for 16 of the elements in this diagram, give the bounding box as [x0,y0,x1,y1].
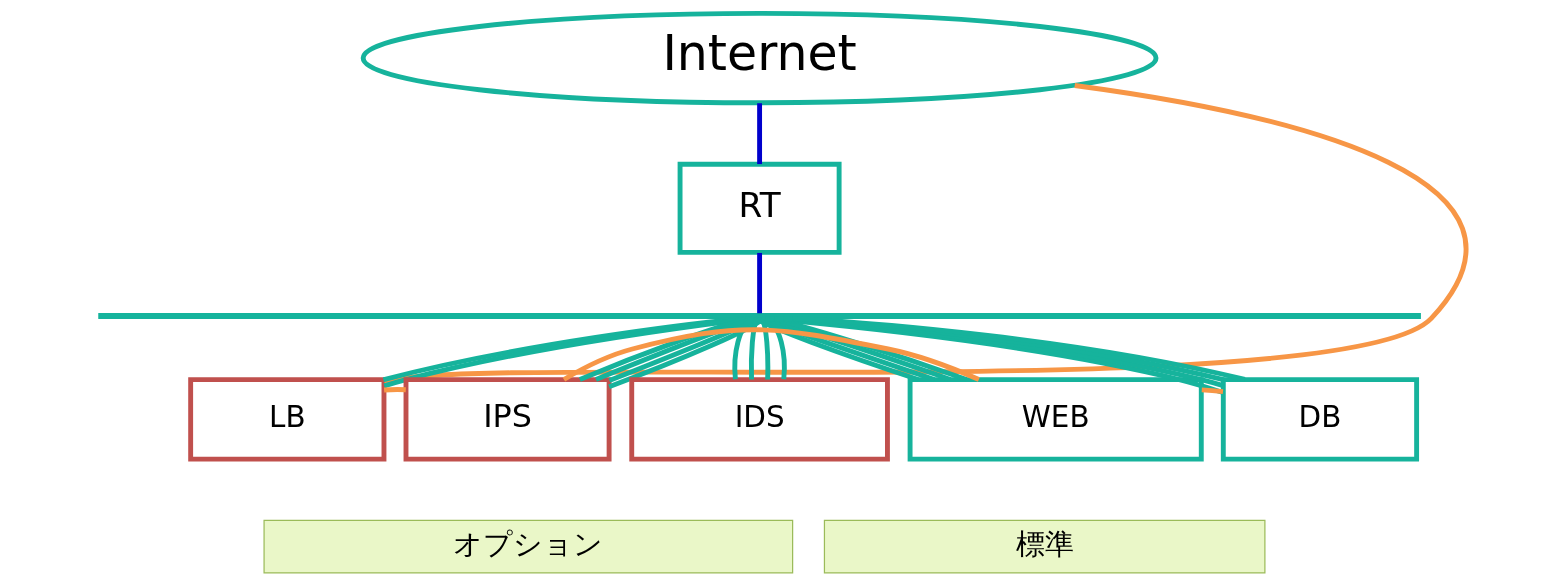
connector [1201,387,1223,395]
connector [756,103,762,165]
node-box: WEB [907,377,1204,462]
node-bar [97,312,1421,320]
connector [756,252,762,314]
node-box: 標準 [823,519,1265,574]
node-box: IDS [628,377,890,462]
node-ellipse: Internet [360,10,1158,106]
node-box: DB [1220,377,1419,462]
node-box: LB [187,377,386,462]
connector [562,327,980,382]
node-box: オプション [262,519,793,574]
node-box: RT [677,161,842,255]
connector [383,387,406,393]
connector [383,83,1468,385]
node-box: IPS [403,377,612,462]
